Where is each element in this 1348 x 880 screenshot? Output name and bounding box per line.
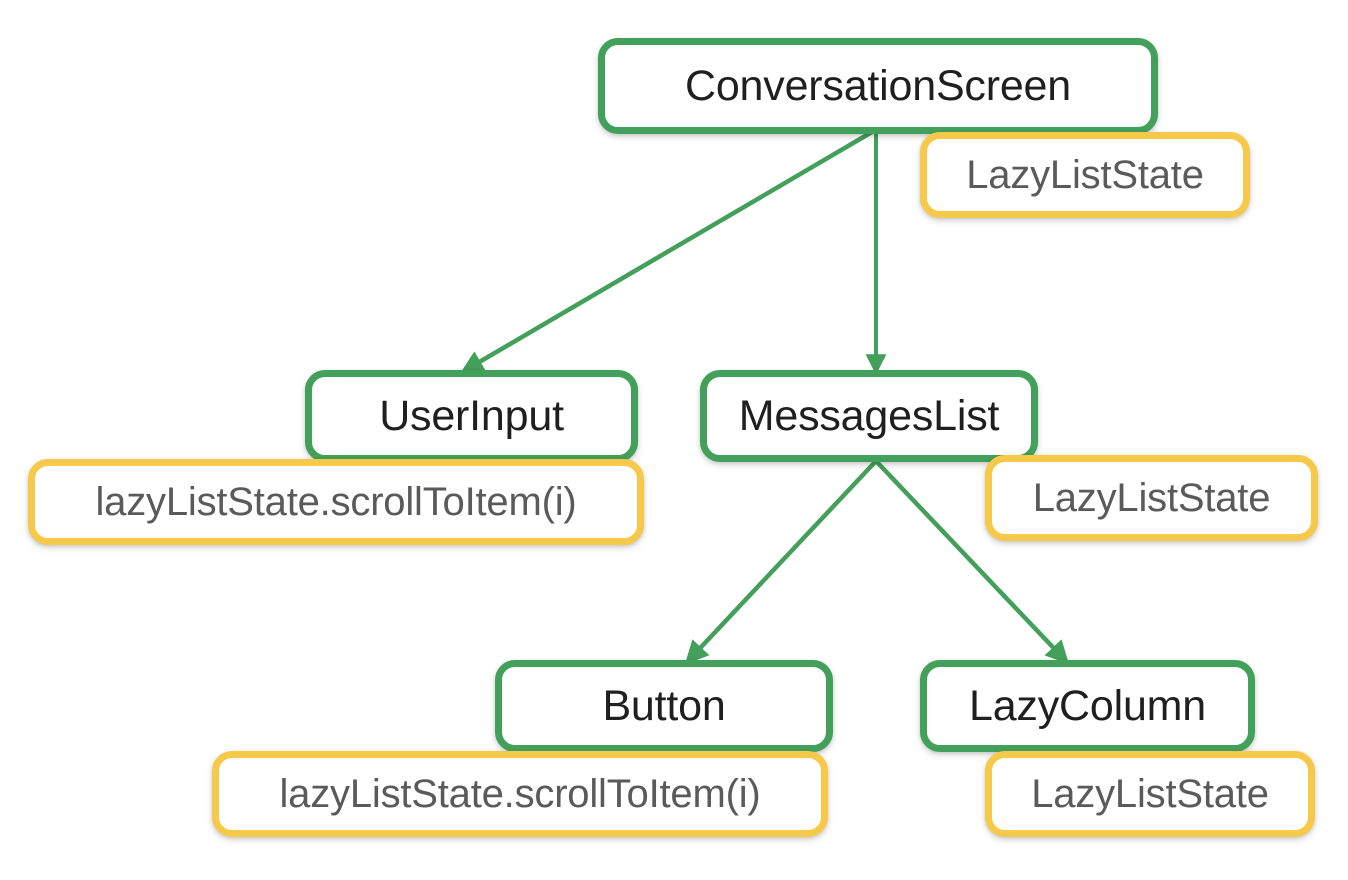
node-conversationscreen-label: ConversationScreen (684, 61, 1071, 110)
node-lazyliststate-conversationscreen[interactable]: LazyListState (920, 132, 1250, 218)
node-userinput-label: UserInput (379, 391, 564, 440)
node-lazyliststate-conversationscreen-label: LazyListState (966, 153, 1204, 197)
node-userinput[interactable]: UserInput (305, 370, 638, 462)
node-scrolltoitem-button-label: lazyListState.scrollToItem(i) (279, 772, 761, 816)
node-lazyliststate-messageslist[interactable]: LazyListState (985, 455, 1318, 541)
node-messageslist[interactable]: MessagesList (700, 370, 1038, 462)
node-lazycolumn[interactable]: LazyColumn (920, 660, 1255, 752)
node-lazyliststate-lazycolumn-label: LazyListState (1031, 772, 1269, 816)
node-button-label: Button (602, 681, 726, 730)
edge-messageslist-button (684, 459, 878, 665)
node-conversationscreen[interactable]: ConversationScreen (598, 38, 1158, 134)
node-button[interactable]: Button (495, 660, 833, 752)
node-messageslist-label: MessagesList (738, 391, 1000, 440)
node-scrolltoitem-userinput[interactable]: lazyListState.scrollToItem(i) (28, 459, 644, 545)
node-scrolltoitem-button[interactable]: lazyListState.scrollToItem(i) (212, 751, 828, 837)
node-lazyliststate-lazycolumn[interactable]: LazyListState (985, 751, 1315, 837)
node-scrolltoitem-userinput-label: lazyListState.scrollToItem(i) (95, 480, 577, 524)
edge-conversationscreen-userinput (460, 130, 874, 374)
node-lazycolumn-label: LazyColumn (969, 681, 1206, 730)
node-lazyliststate-messageslist-label: LazyListState (1032, 476, 1271, 520)
